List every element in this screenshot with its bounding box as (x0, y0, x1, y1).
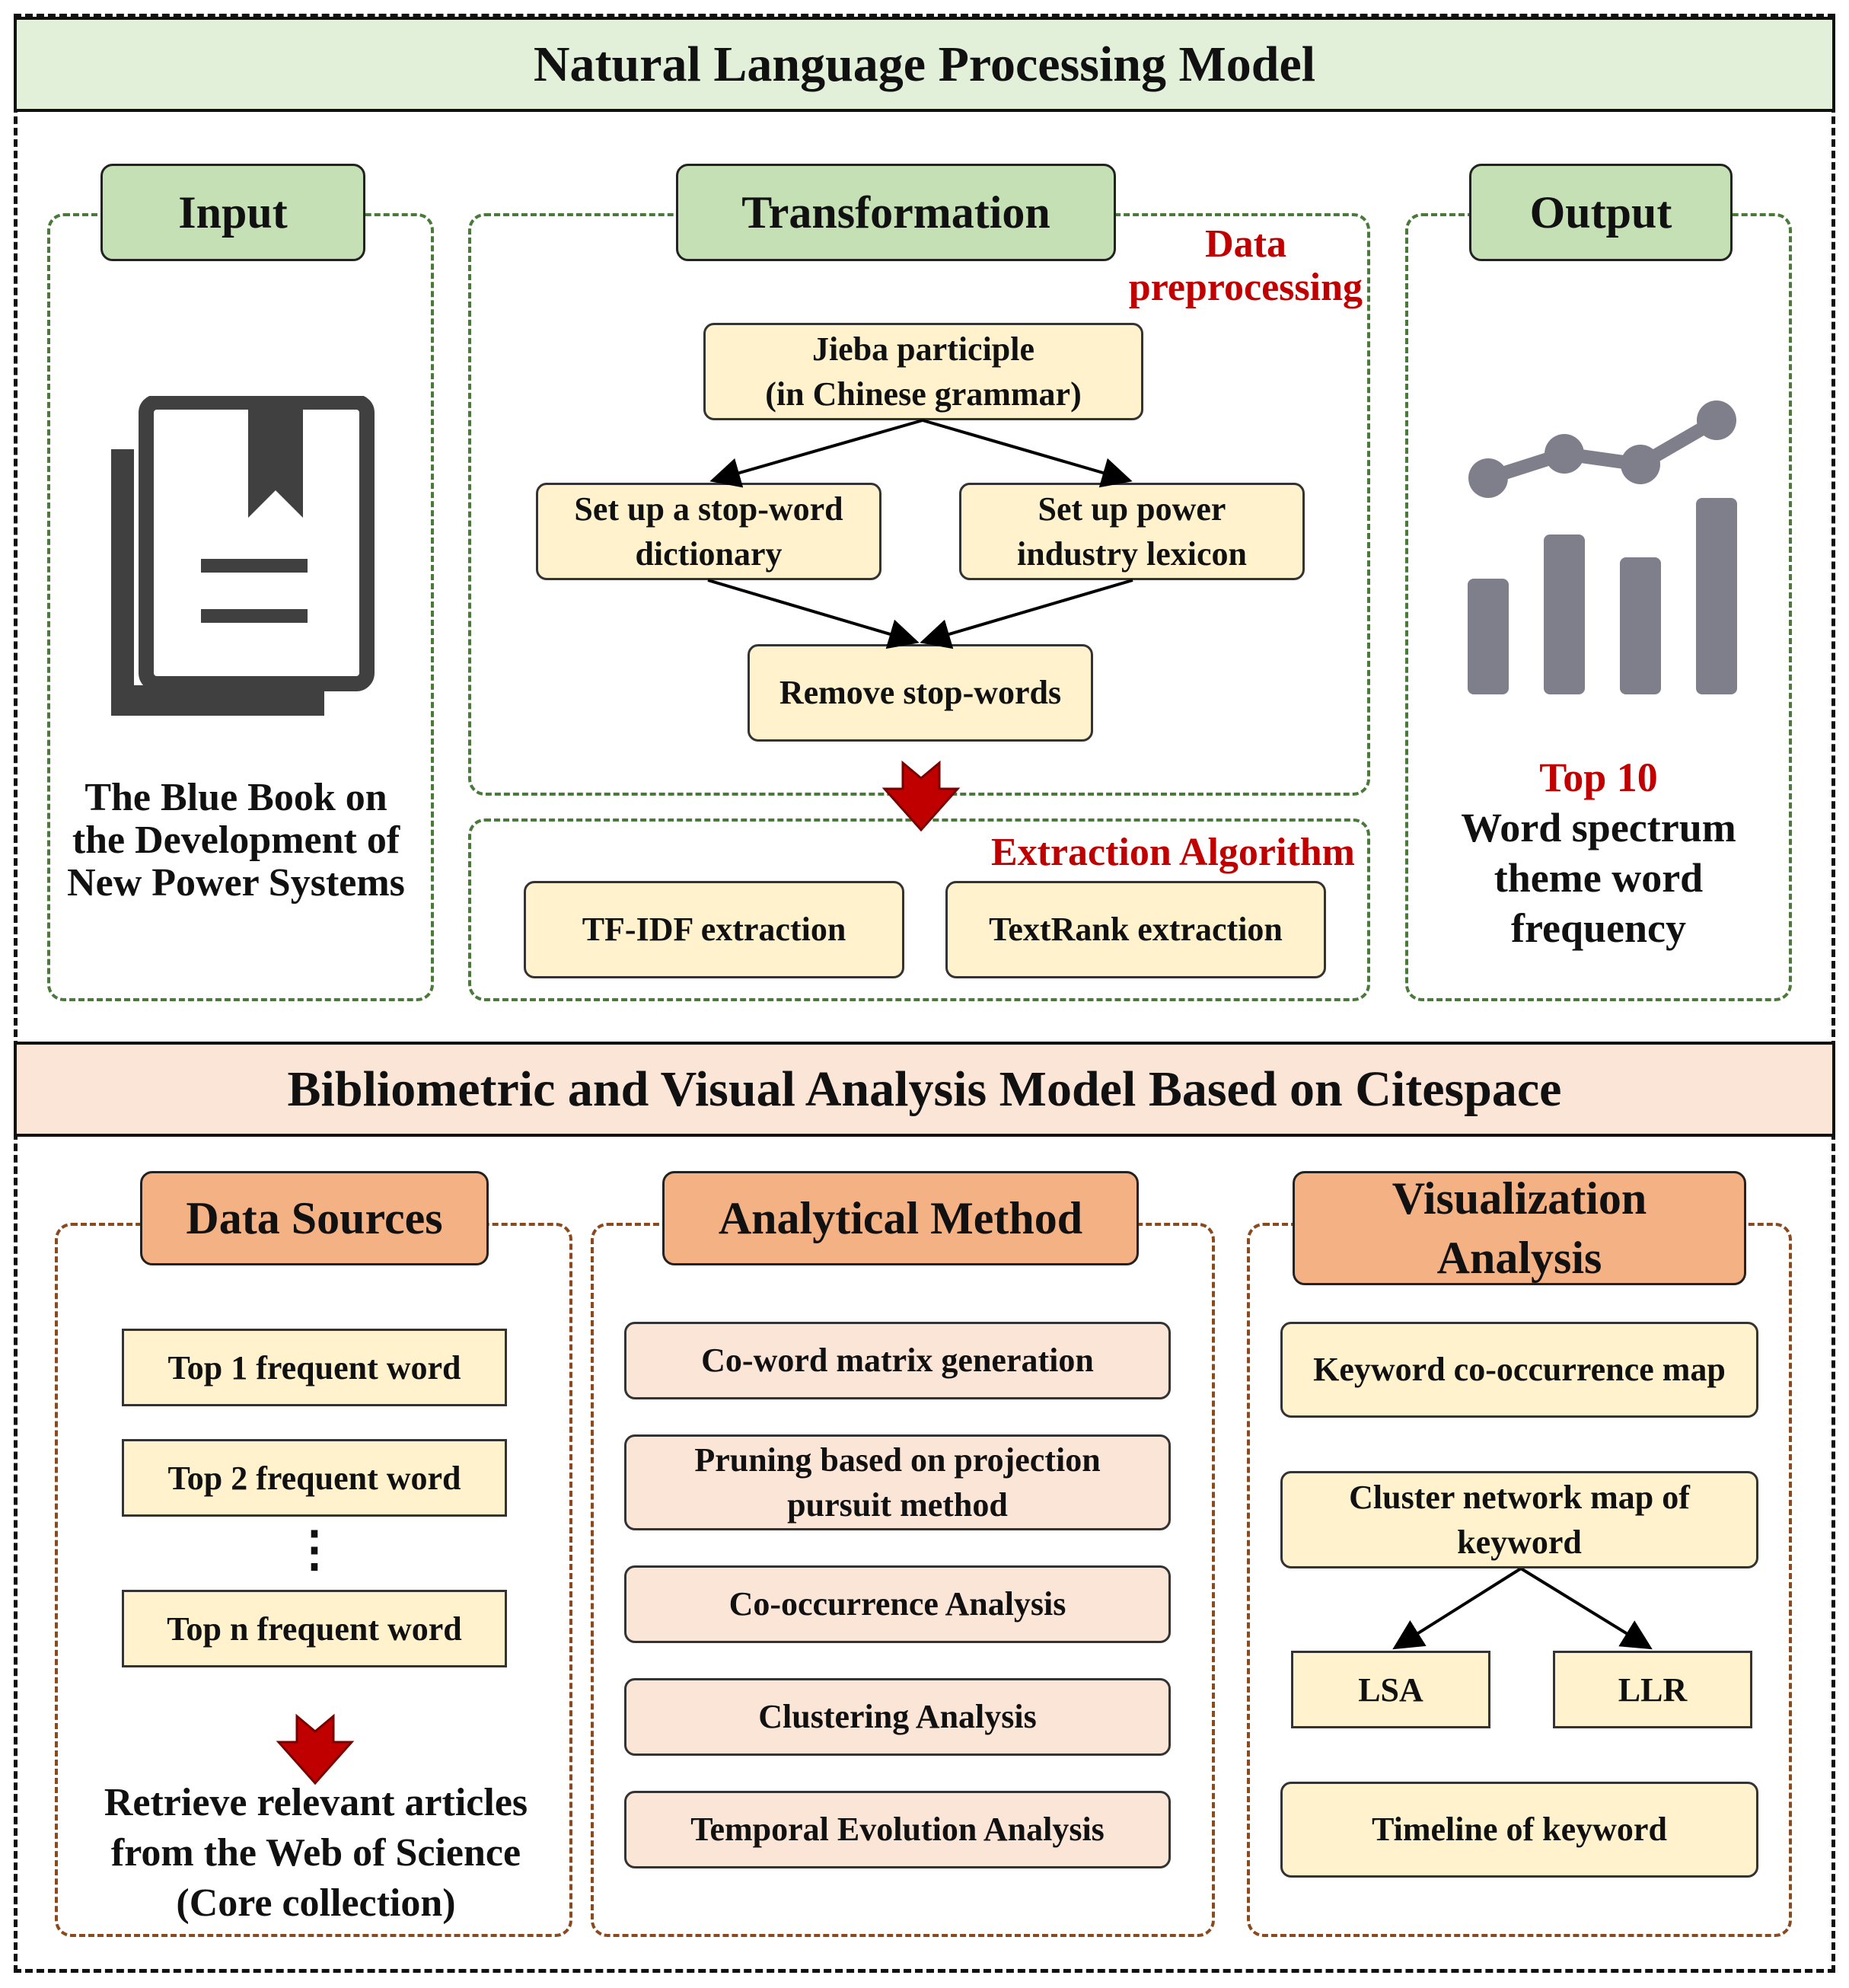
preprocessing-heading-line2: preprocessing (1128, 266, 1363, 310)
chart-icon-point-3 (1621, 445, 1660, 484)
method-clustering: Clustering Analysis (624, 1678, 1171, 1756)
data-source-item-2: Top 2 frequent word (122, 1439, 507, 1517)
chart-icon (1468, 400, 1737, 694)
timeline-keyword-box: Timeline of keyword (1280, 1782, 1758, 1878)
arrow-jieba-to-stopword (709, 419, 923, 488)
chart-icon-trendline (1486, 414, 1720, 485)
input-caption: The Blue Book on the Development of New … (67, 776, 405, 905)
method-co-occurrence: Co-occurrence Analysis (624, 1565, 1171, 1643)
chart-icon-bar-1 (1468, 579, 1509, 694)
lsa-box: LSA (1291, 1651, 1490, 1728)
output-caption: Word spectrum theme word frequency (1461, 805, 1736, 951)
citespace-model-title: Bibliometric and Visual Analysis Model B… (14, 1042, 1835, 1137)
chart-icon-bar-2 (1544, 534, 1585, 694)
document-line-1 (201, 559, 308, 573)
jieba-line2: (in Chinese grammar) (765, 375, 1082, 413)
chart-icon-point-4 (1697, 400, 1736, 440)
data-source-ellipsis: ⋮ (290, 1522, 339, 1576)
cluster-network-map-box: Cluster network map of keyword (1280, 1471, 1758, 1568)
keyword-cooccurrence-map-box: Keyword co-occurrence map (1280, 1322, 1758, 1418)
document-icon (111, 396, 375, 716)
textrank-box: TextRank extraction (945, 881, 1326, 978)
output-top-label: Top 10 (1539, 755, 1658, 800)
jieba-line1: Jieba participle (811, 330, 1035, 368)
analytical-method-tab: Analytical Method (662, 1171, 1139, 1265)
remove-stopwords-box: Remove stop-words (748, 644, 1093, 742)
stopword-dict-line2: dictionary (635, 535, 783, 573)
arrow-stopword-to-remove (707, 579, 920, 649)
method-co-word-matrix: Co-word matrix generation (624, 1322, 1171, 1399)
output-tab: Output (1469, 164, 1733, 261)
document-line-2 (201, 609, 308, 623)
arrow-lexicon-to-remove (920, 579, 1133, 649)
stopword-dictionary-box: Set up a stop-word dictionary (536, 483, 881, 580)
lexicon-line1: Set up power (1038, 490, 1226, 528)
arrow-cluster-to-lsa (1392, 1567, 1522, 1650)
method-temporal-evolution: Temporal Evolution Analysis (624, 1791, 1171, 1868)
power-lexicon-box: Set up power industry lexicon (959, 483, 1305, 580)
outer-frame (14, 14, 1835, 1973)
input-tab: Input (100, 164, 365, 261)
nlp-model-title: Natural Language Processing Model (14, 17, 1835, 112)
data-source-item-1: Top 1 frequent word (122, 1329, 507, 1406)
visualization-tab: Visualization Analysis (1293, 1171, 1746, 1285)
extraction-heading: Extraction Algorithm (990, 831, 1355, 874)
tfidf-box: TF-IDF extraction (524, 881, 904, 978)
stopword-dict-line1: Set up a stop-word (574, 490, 843, 528)
preprocessing-heading: Data preprocessing (1089, 222, 1363, 309)
data-sources-tab: Data Sources (140, 1171, 489, 1265)
preprocessing-heading-line1: Data (1205, 222, 1286, 266)
chart-icon-point-1 (1468, 458, 1508, 498)
down-arrow-to-extraction (881, 760, 961, 832)
bookmark-icon (248, 396, 303, 518)
lexicon-line2: industry lexicon (1017, 535, 1247, 573)
chart-icon-bar-3 (1620, 557, 1661, 694)
data-source-item-n: Top n frequent word (122, 1590, 507, 1667)
transformation-tab: Transformation (676, 164, 1116, 261)
down-arrow-to-retrieve (276, 1713, 355, 1785)
jieba-box: Jieba participle (in Chinese grammar) (703, 323, 1143, 420)
llr-box: LLR (1553, 1651, 1752, 1728)
method-pruning: Pruning based on projection pursuit meth… (624, 1434, 1171, 1530)
chart-icon-point-2 (1545, 434, 1584, 474)
arrow-cluster-to-llr (1519, 1567, 1653, 1650)
retrieve-caption: Retrieve relevant articles from the Web … (104, 1781, 528, 1926)
arrow-jieba-to-lexicon (922, 419, 1133, 488)
chart-icon-bar-4 (1696, 498, 1737, 694)
